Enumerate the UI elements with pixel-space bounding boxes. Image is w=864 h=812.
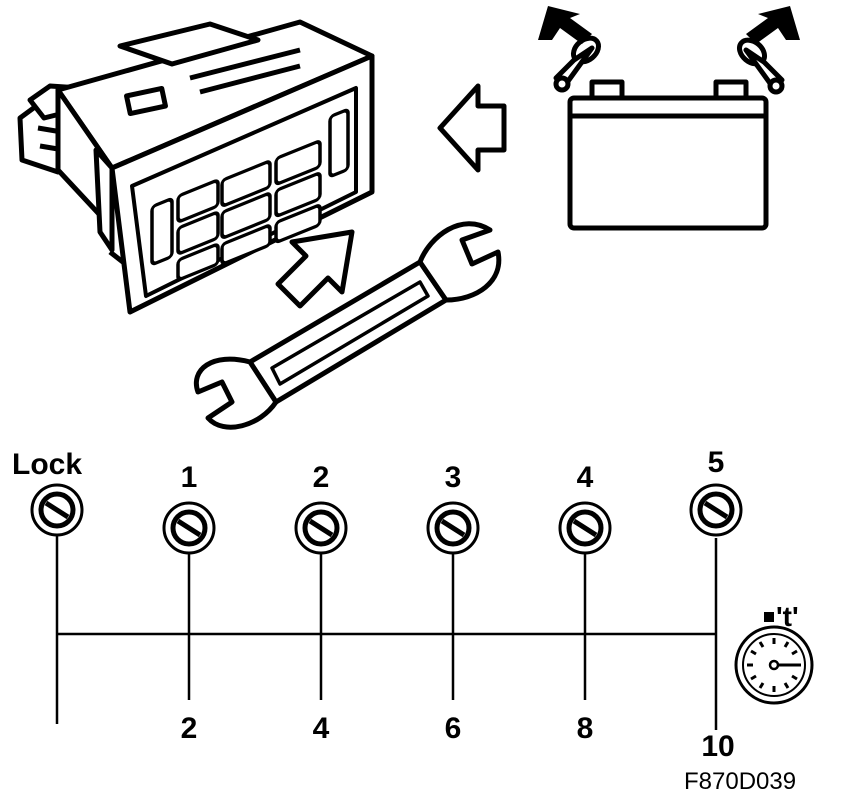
- step-4-knob-icon: [558, 501, 612, 555]
- battery-clamp-left-icon: [553, 35, 602, 93]
- up-right-hollow-arrow-icon: [275, 229, 355, 309]
- battery-clamp-right-icon: [736, 37, 785, 95]
- lock-label: Lock: [12, 448, 83, 481]
- step-2-position-label: 2: [312, 461, 330, 494]
- step-3-position-label: 3: [444, 461, 462, 494]
- timeline: [55, 524, 718, 730]
- up-left-arrow-icon: [538, 6, 592, 44]
- step-1-position-label: 1: [180, 461, 198, 494]
- figure-code: F870D039: [684, 768, 797, 795]
- lock-knob-icon: [30, 483, 84, 537]
- step-5-position-label: 5: [707, 446, 725, 479]
- step-2-seconds-label: 4: [312, 712, 330, 745]
- step-1-knob-icon: [162, 501, 216, 555]
- stopwatch-icon: [734, 612, 814, 705]
- step-1-seconds-label: 2: [180, 712, 198, 745]
- step-5-seconds-label: 10: [701, 730, 735, 763]
- left-arrow-icon: [437, 83, 507, 173]
- up-right-arrow-icon: [746, 6, 800, 44]
- battery-icon: [567, 79, 769, 231]
- step-2-knob-icon: [294, 501, 348, 555]
- wrench-icon: [193, 221, 502, 430]
- step-4-seconds-label: 8: [576, 712, 594, 745]
- timer-label: 't': [776, 601, 799, 632]
- step-5-knob-icon: [689, 483, 743, 537]
- step-4-position-label: 4: [576, 461, 594, 494]
- climate-control-unit: [17, 19, 375, 315]
- step-3-seconds-label: 6: [444, 712, 462, 745]
- step-3-knob-icon: [426, 501, 480, 555]
